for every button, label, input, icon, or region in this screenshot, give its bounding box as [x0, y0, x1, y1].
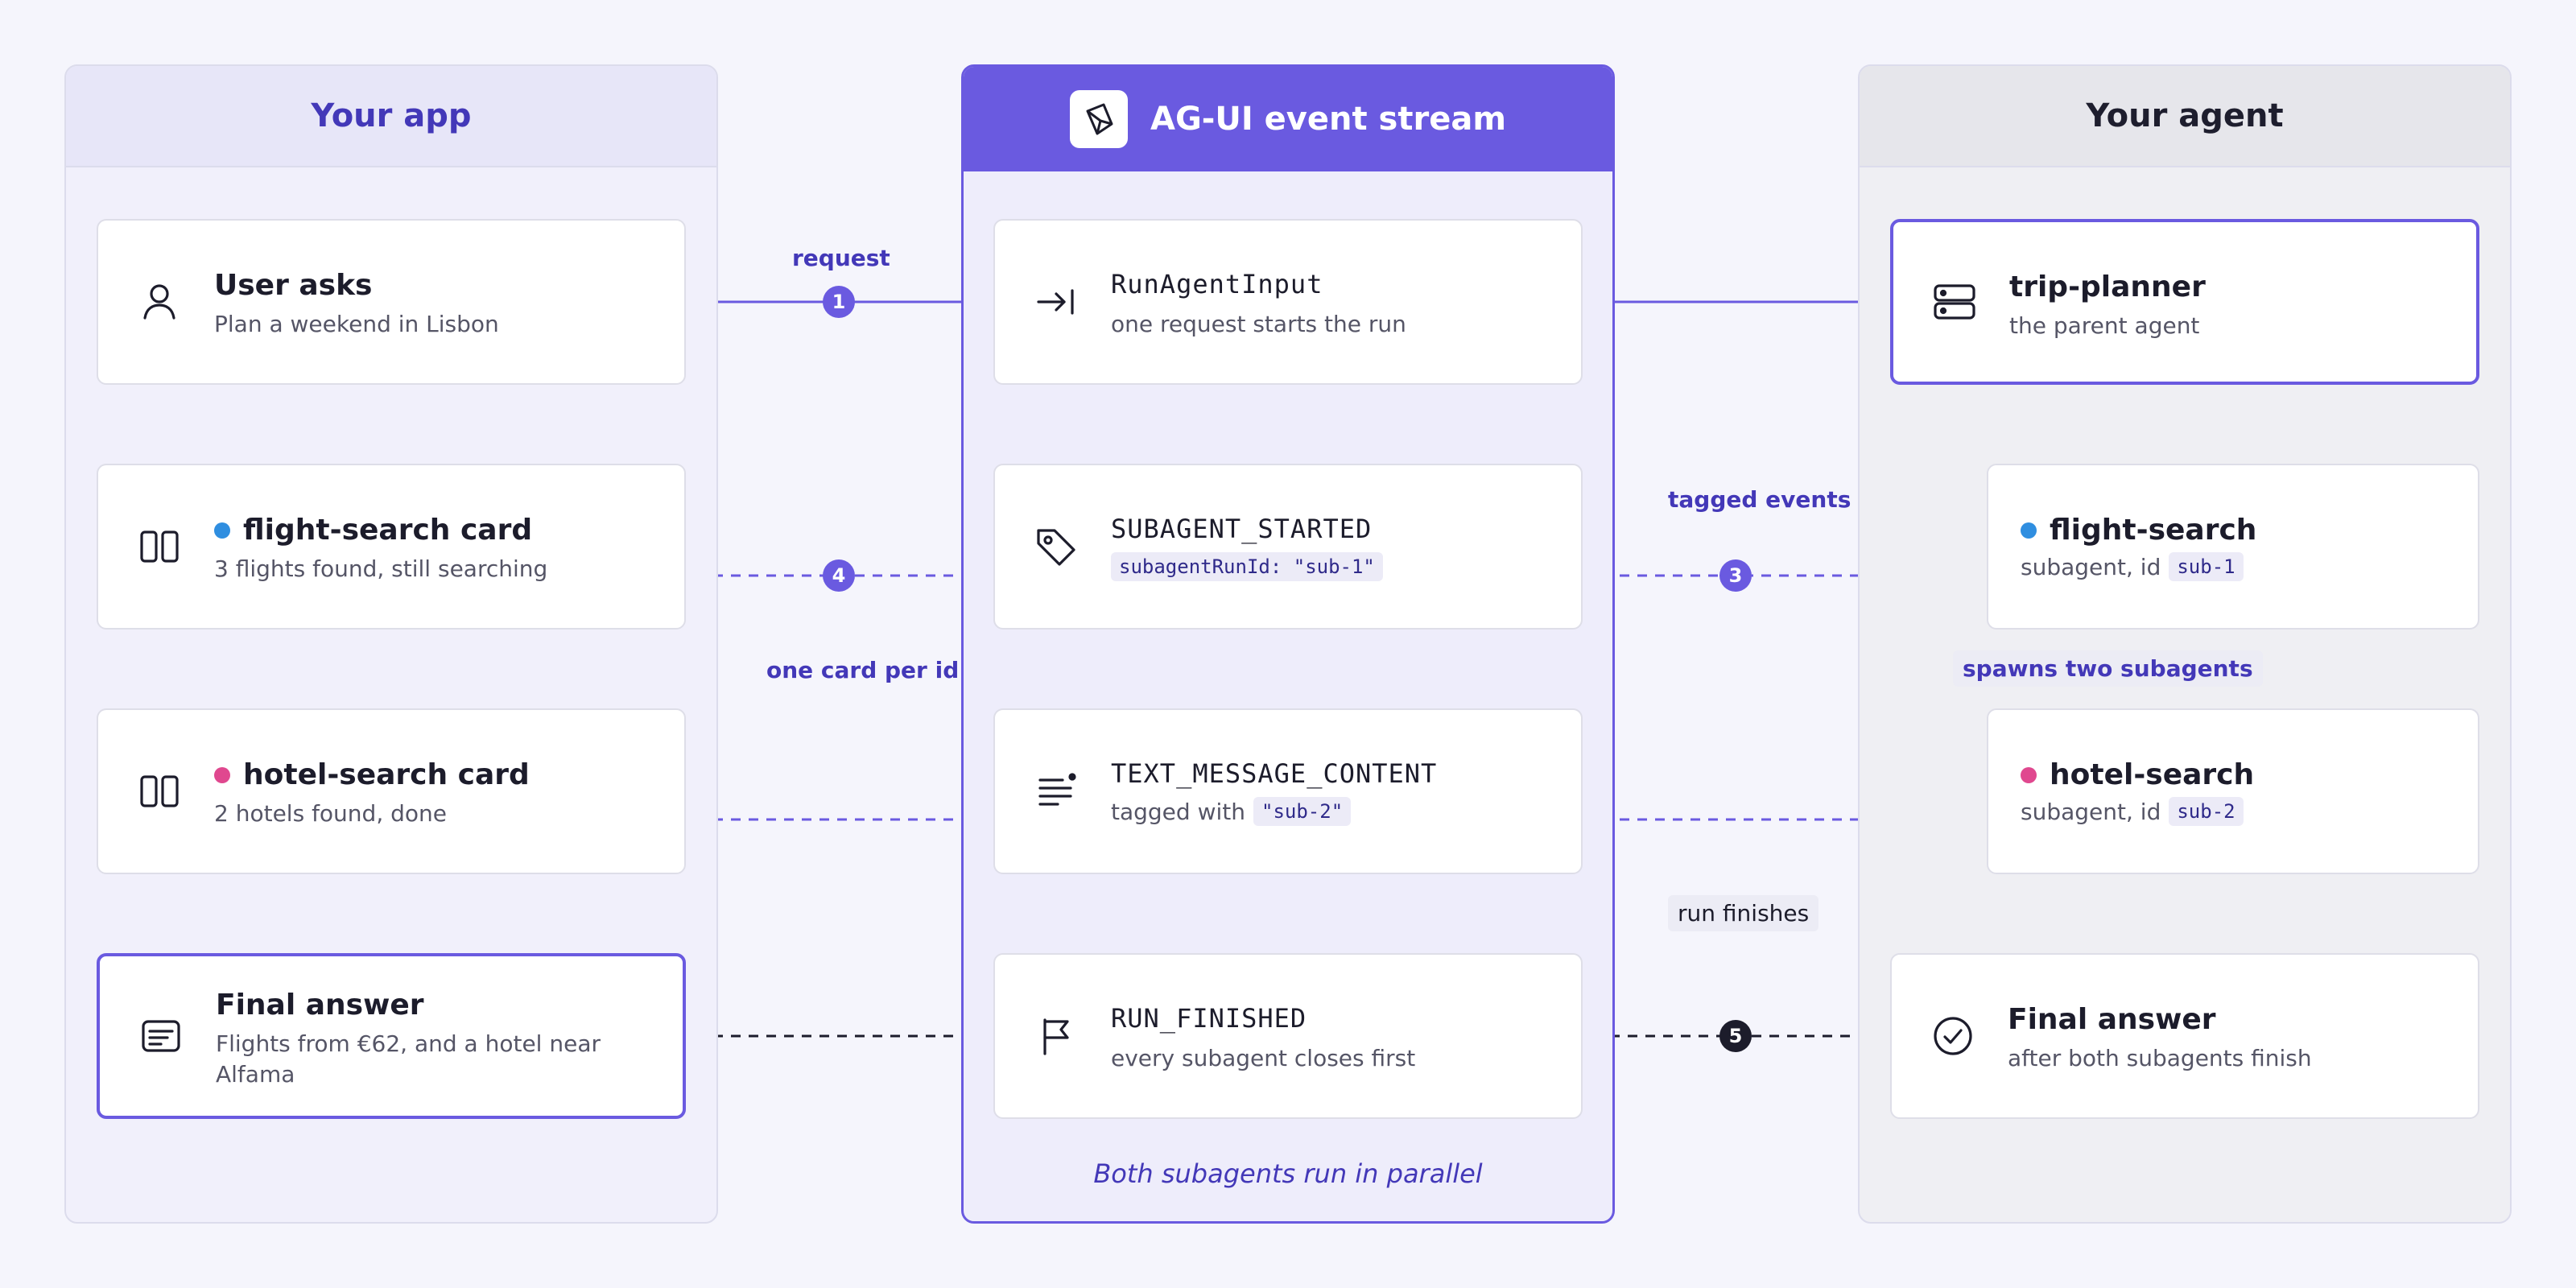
card-subtitle: the parent agent	[2009, 312, 2200, 339]
svg-text:3: 3	[1729, 564, 1743, 587]
text-message-content-card: TEXT_MESSAGE_CONTENT tagged with "sub-2"	[993, 708, 1583, 874]
subagent-id-code: sub-1	[2169, 552, 2244, 581]
step-badge-5: 5	[1719, 1020, 1752, 1052]
step-badge-4: 4	[823, 559, 855, 592]
columns-icon	[134, 521, 185, 572]
card-title: User asks	[214, 269, 373, 302]
card-title-text: flight-search	[2050, 514, 2257, 547]
svg-text:4: 4	[832, 564, 846, 587]
app-column-title: Your app	[66, 66, 716, 167]
card-title-text: hotel-search card	[243, 758, 530, 791]
subagent-run-id-code: subagentRunId: "sub-1"	[1111, 552, 1383, 581]
label-one-card-per-id: one card per id	[766, 657, 960, 683]
label-tagged-events: tagged events	[1668, 486, 1852, 513]
user-icon	[134, 276, 185, 328]
message-card-icon	[135, 1010, 187, 1062]
hotel-status-dot	[214, 766, 230, 783]
card-subtitle: every subagent closes first	[1111, 1045, 1416, 1071]
label-run-finishes: run finishes	[1668, 895, 1819, 931]
event-name: SUBAGENT_STARTED	[1111, 514, 1373, 544]
arrow-to-line-icon	[1030, 276, 1082, 328]
flight-search-card: flight-search card 3 flights found, stil…	[97, 464, 686, 630]
run-agent-input-card: RunAgentInput one request starts the run	[993, 219, 1583, 385]
event-name: RUN_FINISHED	[1111, 1003, 1307, 1034]
hotel-search-subagent-card: hotel-search subagent, id sub-2	[1987, 708, 2479, 874]
card-title: flight-search	[2021, 514, 2256, 547]
event-name: RunAgentInput	[1111, 269, 1323, 299]
tag-code: "sub-2"	[1253, 797, 1352, 826]
card-title: flight-search card	[214, 514, 532, 547]
step-badge-3: 3	[1719, 559, 1752, 592]
text-lines-icon	[1030, 766, 1082, 817]
event-name: TEXT_MESSAGE_CONTENT	[1111, 758, 1438, 789]
server-icon	[1929, 276, 1980, 328]
card-title: hotel-search	[2021, 758, 2254, 791]
card-subtitle: subagent, id sub-2	[2021, 797, 2244, 826]
final-answer-agent-card: Final answer after both subagents finish	[1890, 953, 2479, 1119]
flag-icon	[1030, 1010, 1082, 1062]
final-answer-app-card: Final answer Flights from €62, and a hot…	[97, 953, 686, 1119]
stream-column-header: AG-UI event stream	[964, 67, 1612, 171]
card-subtitle-text: subagent, id	[2021, 553, 2161, 580]
svg-text:5: 5	[1729, 1025, 1743, 1047]
card-subtitle: after both subagents finish	[2008, 1045, 2312, 1071]
card-subtitle: Plan a weekend in Lisbon	[214, 311, 499, 337]
card-subtitle: tagged with "sub-2"	[1111, 797, 1352, 826]
parallel-note: Both subagents run in parallel	[1093, 1158, 1483, 1189]
card-title: trip-planner	[2009, 270, 2206, 303]
label-request: request	[792, 245, 890, 271]
card-subtitle-text: tagged with	[1111, 798, 1245, 825]
subagent-id-code: sub-2	[2169, 797, 2244, 826]
hotel-status-dot	[2021, 766, 2037, 783]
card-title: Final answer	[216, 989, 424, 1022]
trip-planner-card: trip-planner the parent agent	[1890, 219, 2479, 385]
card-subtitle: one request starts the run	[1111, 311, 1406, 337]
card-title: Final answer	[2008, 1003, 2216, 1036]
card-subtitle: subagent, id sub-1	[2021, 552, 2244, 581]
flight-search-subagent-card: flight-search subagent, id sub-1	[1987, 464, 2479, 630]
card-subtitle: 3 flights found, still searching	[214, 555, 548, 582]
label-spawns-subagents: spawns two subagents	[1953, 650, 2263, 687]
card-subtitle: Flights from €62, and a hotel near Alfam…	[216, 1030, 601, 1088]
columns-icon	[134, 766, 185, 817]
hotel-search-card: hotel-search card 2 hotels found, done	[97, 708, 686, 874]
step-badge-1: 1	[823, 286, 855, 318]
flight-status-dot	[2021, 522, 2037, 539]
check-circle-icon	[1927, 1010, 1979, 1062]
pen-nib-diamond-icon	[1070, 90, 1128, 148]
card-title: hotel-search card	[214, 758, 530, 791]
svg-text:1: 1	[832, 291, 846, 313]
user-asks-card: User asks Plan a weekend in Lisbon	[97, 219, 686, 385]
card-subtitle: 2 hotels found, done	[214, 800, 447, 827]
run-finished-card: RUN_FINISHED every subagent closes first	[993, 953, 1583, 1119]
agent-column-title: Your agent	[1860, 66, 2510, 167]
card-title-text: hotel-search	[2050, 758, 2255, 791]
flight-status-dot	[214, 522, 230, 539]
card-subtitle: subagentRunId: "sub-1"	[1111, 552, 1383, 581]
card-subtitle-text: subagent, id	[2021, 798, 2161, 825]
tag-icon	[1030, 521, 1082, 572]
card-title-text: flight-search card	[243, 514, 533, 547]
stream-column-title: AG-UI event stream	[1150, 101, 1506, 138]
subagent-started-card: SUBAGENT_STARTED subagentRunId: "sub-1"	[993, 464, 1583, 630]
